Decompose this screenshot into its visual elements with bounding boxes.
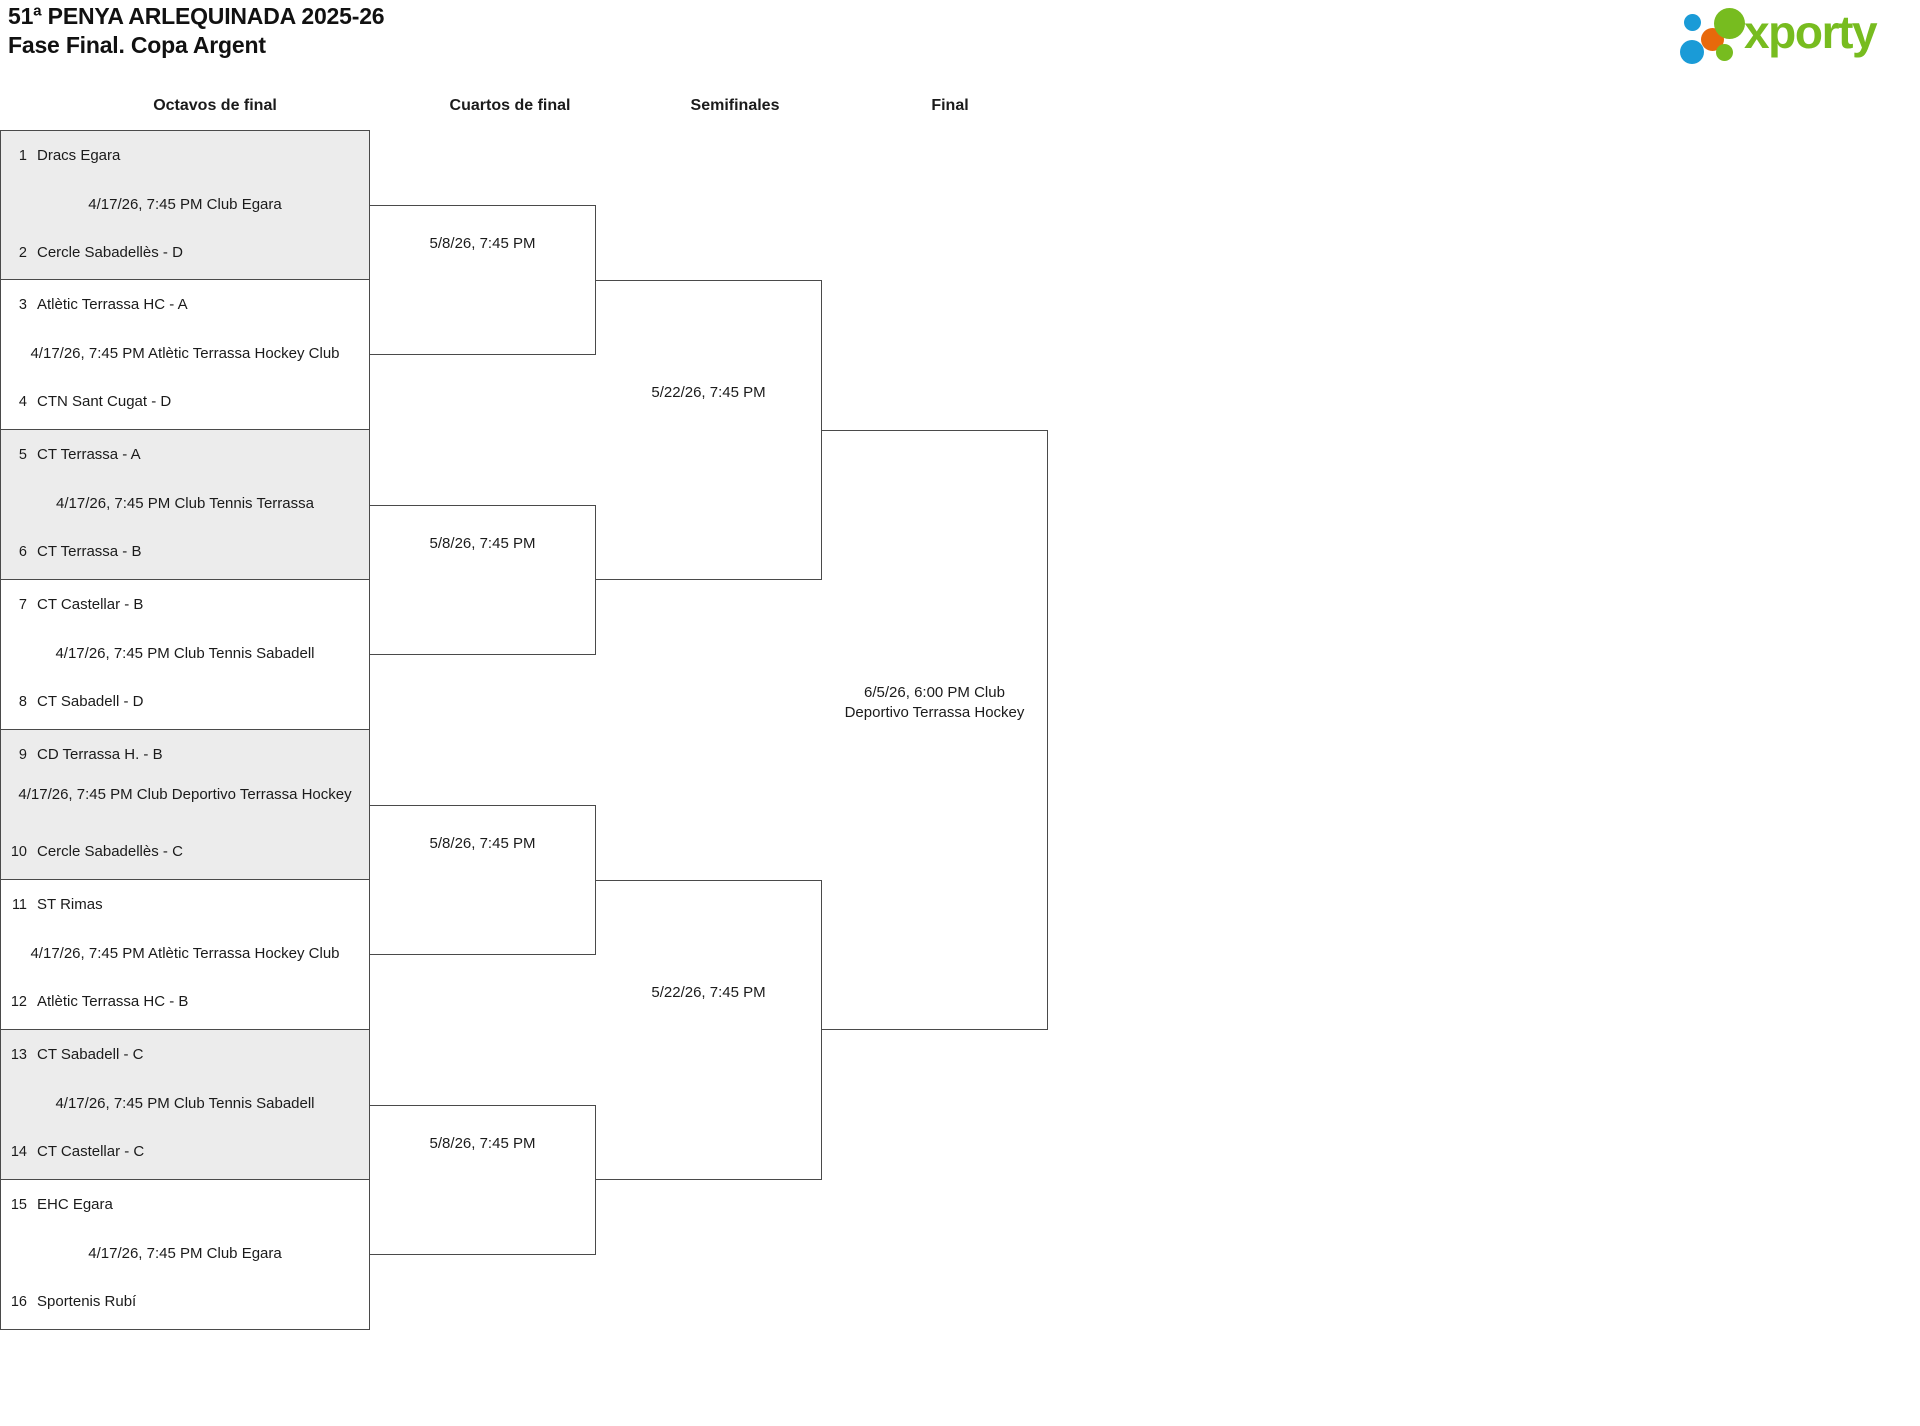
match-schedule-info: 5/8/26, 7:45 PM	[429, 835, 536, 852]
match-cell-r16-8[interactable]: 15 EHC Egara 4/17/26, 7:45 PM Club Egara…	[0, 1180, 370, 1330]
seed-entry-bottom[interactable]: 6 CT Terrassa - B	[1, 543, 369, 560]
seed-entry-top[interactable]: 9 CD Terrassa H. - B	[1, 746, 369, 763]
round-heading-cuartos: Cuartos de final	[449, 97, 571, 114]
match-schedule-info: 5/8/26, 7:45 PM	[429, 235, 536, 252]
match-schedule-info: 4/17/26, 7:45 PM Atlètic Terrassa Hockey…	[30, 945, 340, 962]
seed-name: EHC Egara	[37, 1196, 113, 1213]
xporty-logo[interactable]: xporty	[1678, 6, 1908, 64]
seed-entry-bottom[interactable]: 8 CT Sabadell - D	[1, 693, 369, 710]
seed-name: CT Castellar - C	[37, 1143, 145, 1160]
match-schedule-info: 5/22/26, 7:45 PM	[651, 984, 766, 1001]
match-cell-sf-1[interactable]: 5/22/26, 7:45 PM	[596, 280, 822, 580]
match-schedule-info: 5/8/26, 7:45 PM	[429, 535, 536, 552]
seed-entry-bottom[interactable]: 12 Atlètic Terrassa HC - B	[1, 993, 369, 1010]
match-schedule-info: 4/17/26, 7:45 PM Club Deportivo Terrassa…	[18, 786, 352, 803]
round-heading-octavos: Octavos de final	[153, 97, 277, 114]
logo-dots-icon	[1678, 6, 1756, 64]
match-cell-final[interactable]: 6/5/26, 6:00 PM Club Deportivo Terrassa …	[822, 430, 1048, 1030]
match-cell-r16-7[interactable]: 13 CT Sabadell - C 4/17/26, 7:45 PM Club…	[0, 1030, 370, 1180]
seed-name: Cercle Sabadellès - C	[37, 843, 183, 860]
seed-entry-bottom[interactable]: 16 Sportenis Rubí	[1, 1293, 369, 1310]
round-heading-final: Final	[931, 97, 969, 114]
seed-name: ST Rimas	[37, 896, 103, 913]
match-schedule-info: 4/17/26, 7:45 PM Club Tennis Sabadell	[55, 645, 315, 662]
match-schedule-info: 5/8/26, 7:45 PM	[429, 1135, 536, 1152]
tournament-title-secondary: Fase Final. Copa Argent	[8, 32, 266, 59]
match-cell-qf-2[interactable]: 5/8/26, 7:45 PM	[370, 505, 596, 655]
seed-entry-top[interactable]: 7 CT Castellar - B	[1, 596, 369, 613]
match-schedule-info: 4/17/26, 7:45 PM Atlètic Terrassa Hockey…	[30, 345, 340, 362]
seed-number: 1	[18, 147, 27, 164]
seed-number: 4	[18, 393, 27, 410]
seed-entry-top[interactable]: 5 CT Terrassa - A	[1, 446, 369, 463]
match-cell-sf-2[interactable]: 5/22/26, 7:45 PM	[596, 880, 822, 1180]
seed-name: CT Castellar - B	[37, 596, 144, 613]
seed-name: Atlètic Terrassa HC - B	[37, 993, 189, 1010]
logo-wordmark: xporty	[1744, 6, 1878, 58]
match-cell-r16-6[interactable]: 11 ST Rimas 4/17/26, 7:45 PM Atlètic Ter…	[0, 880, 370, 1030]
seed-number: 2	[18, 244, 27, 261]
match-cell-r16-3[interactable]: 5 CT Terrassa - A 4/17/26, 7:45 PM Club …	[0, 430, 370, 580]
tournament-title-block: 51ª PENYA ARLEQUINADA 2025-26 Fase Final…	[8, 2, 385, 61]
match-cell-r16-2[interactable]: 3 Atlètic Terrassa HC - A 4/17/26, 7:45 …	[0, 280, 370, 430]
match-cell-r16-1[interactable]: 1 Dracs Egara 4/17/26, 7:45 PM Club Egar…	[0, 130, 370, 280]
seed-number: 13	[10, 1046, 27, 1063]
match-cell-qf-3[interactable]: 5/8/26, 7:45 PM	[370, 805, 596, 955]
match-schedule-info: 4/17/26, 7:45 PM Club Egara	[88, 196, 282, 213]
seed-entry-bottom[interactable]: 2 Cercle Sabadellès - D	[1, 244, 369, 261]
seed-name: CT Terrassa - A	[37, 446, 141, 463]
seed-number: 5	[18, 446, 27, 463]
match-cell-qf-4[interactable]: 5/8/26, 7:45 PM	[370, 1105, 596, 1255]
seed-number: 8	[18, 693, 27, 710]
seed-number: 12	[10, 993, 27, 1010]
seed-name: CD Terrassa H. - B	[37, 746, 163, 763]
seed-entry-top[interactable]: 1 Dracs Egara	[1, 147, 369, 164]
seed-entry-top[interactable]: 11 ST Rimas	[1, 896, 369, 913]
logo-dot-green-small-icon	[1716, 44, 1733, 61]
seed-number: 3	[18, 296, 27, 313]
logo-dot-blue-small-icon	[1684, 14, 1701, 31]
seed-number: 14	[10, 1143, 27, 1160]
seed-name: CT Sabadell - C	[37, 1046, 144, 1063]
round-heading-semifinales: Semifinales	[690, 97, 780, 114]
seed-entry-bottom[interactable]: 10 Cercle Sabadellès - C	[1, 843, 369, 860]
match-cell-r16-4[interactable]: 7 CT Castellar - B 4/17/26, 7:45 PM Club…	[0, 580, 370, 730]
match-cell-qf-1[interactable]: 5/8/26, 7:45 PM	[370, 205, 596, 355]
seed-number: 16	[10, 1293, 27, 1310]
seed-entry-top[interactable]: 3 Atlètic Terrassa HC - A	[1, 296, 369, 313]
seed-number: 15	[10, 1196, 27, 1213]
page-header: 51ª PENYA ARLEQUINADA 2025-26 Fase Final…	[0, 0, 1920, 75]
logo-dot-green-large-icon	[1714, 8, 1745, 39]
match-schedule-info: 4/17/26, 7:45 PM Club Tennis Terrassa	[56, 495, 314, 512]
seed-entry-bottom[interactable]: 14 CT Castellar - C	[1, 1143, 369, 1160]
seed-name: CTN Sant Cugat - D	[37, 393, 172, 410]
seed-name: Cercle Sabadellès - D	[37, 244, 183, 261]
seed-number: 9	[18, 746, 27, 763]
seed-number: 10	[10, 843, 27, 860]
seed-entry-top[interactable]: 13 CT Sabadell - C	[1, 1046, 369, 1063]
seed-number: 7	[18, 596, 27, 613]
seed-name: CT Sabadell - D	[37, 693, 144, 710]
seed-name: CT Terrassa - B	[37, 543, 142, 560]
match-cell-r16-5[interactable]: 9 CD Terrassa H. - B 4/17/26, 7:45 PM Cl…	[0, 730, 370, 880]
logo-dot-blue-large-icon	[1680, 40, 1704, 64]
seed-number: 11	[11, 896, 27, 913]
seed-number: 6	[18, 543, 27, 560]
match-schedule-info: 6/5/26, 6:00 PM Club Deportivo Terrassa …	[844, 684, 1025, 722]
seed-entry-top[interactable]: 15 EHC Egara	[1, 1196, 369, 1213]
tournament-title-primary: 51ª PENYA ARLEQUINADA 2025-26	[8, 3, 385, 29]
match-schedule-info: 4/17/26, 7:45 PM Club Egara	[88, 1245, 282, 1262]
match-schedule-info: 5/22/26, 7:45 PM	[651, 384, 766, 401]
match-schedule-info: 4/17/26, 7:45 PM Club Tennis Sabadell	[55, 1095, 315, 1112]
seed-name: Dracs Egara	[37, 147, 121, 164]
seed-name: Atlètic Terrassa HC - A	[37, 296, 188, 313]
seed-name: Sportenis Rubí	[37, 1293, 137, 1310]
seed-entry-bottom[interactable]: 4 CTN Sant Cugat - D	[1, 393, 369, 410]
